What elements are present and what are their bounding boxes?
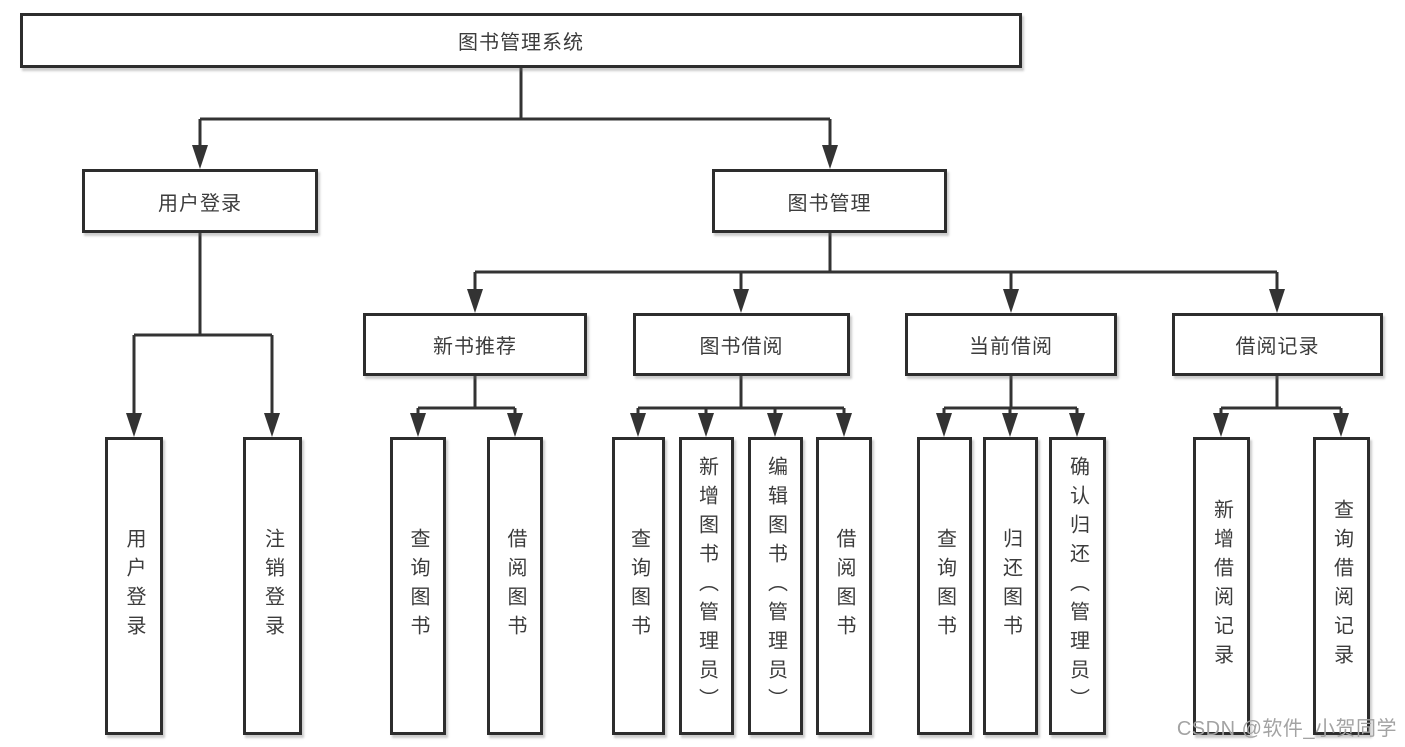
node-book-management: 图书管理 <box>712 169 947 233</box>
leaf-add-books-admin: 新增图书（管理员） <box>679 437 734 735</box>
leaf-logout-login: 注销登录 <box>243 437 302 735</box>
leaf-query-books-current: 查询图书 <box>917 437 972 735</box>
leaf-user-login: 用户登录 <box>105 437 163 735</box>
leaf-borrow-books: 借阅图书 <box>816 437 872 735</box>
leaf-query-borrow-record: 查询借阅记录 <box>1313 437 1370 735</box>
node-book-borrowing: 图书借阅 <box>633 313 850 376</box>
node-user-login: 用户登录 <box>82 169 318 233</box>
leaf-edit-books-admin: 编辑图书（管理员） <box>748 437 803 735</box>
node-current-borrowing: 当前借阅 <box>905 313 1117 376</box>
csdn-watermark: CSDN @软件_小贺同学 <box>1176 718 1397 740</box>
leaf-confirm-return-admin: 确认归还（管理员） <box>1049 437 1106 735</box>
leaf-borrow-books-recommend: 借阅图书 <box>487 437 543 735</box>
node-library-management-system: 图书管理系统 <box>20 13 1022 68</box>
leaf-return-books: 归还图书 <box>983 437 1038 735</box>
leaf-query-books-borrowing: 查询图书 <box>612 437 665 735</box>
node-new-book-recommend: 新书推荐 <box>363 313 587 376</box>
leaf-query-books-recommend: 查询图书 <box>390 437 446 735</box>
leaf-add-borrow-record: 新增借阅记录 <box>1193 437 1250 735</box>
node-borrow-records: 借阅记录 <box>1172 313 1383 376</box>
